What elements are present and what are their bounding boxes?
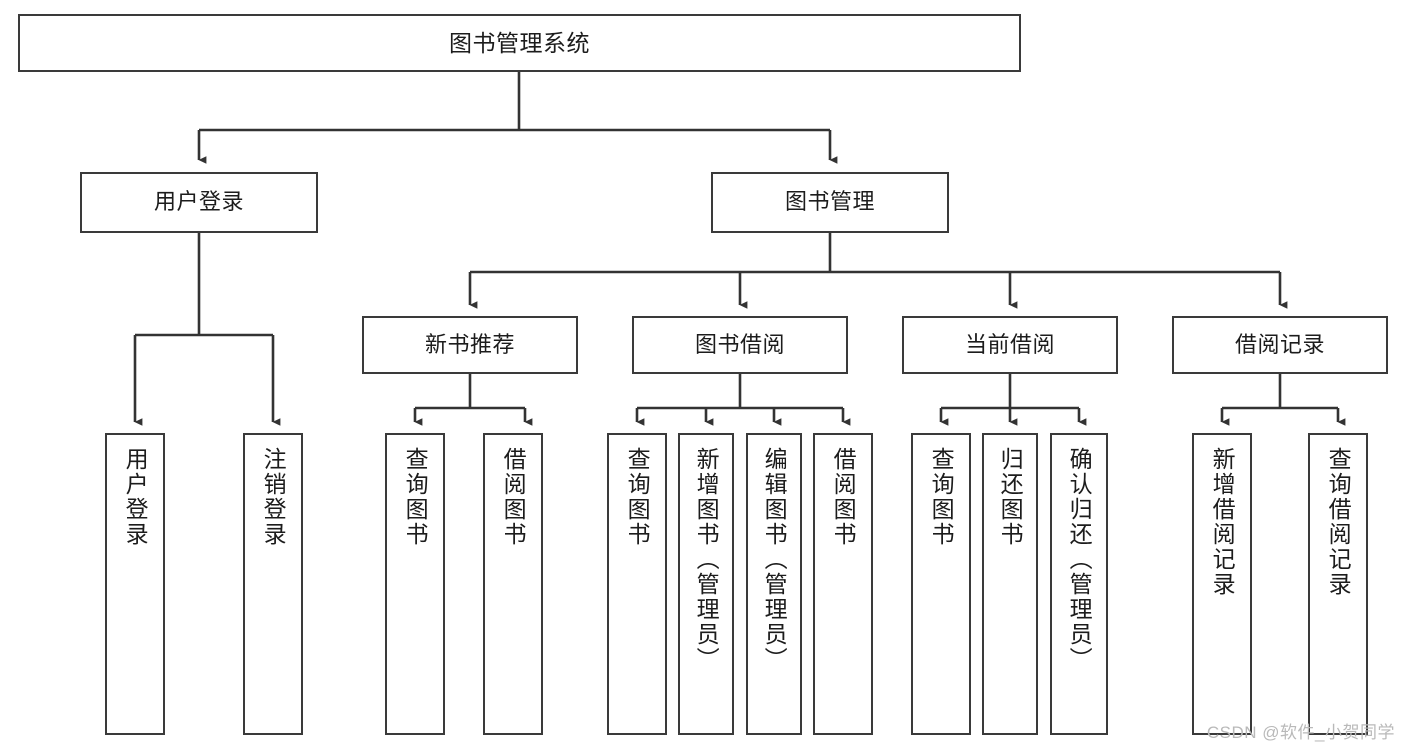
node-leaf-borrow-book-1-label: 借阅图书 — [500, 447, 527, 547]
node-leaf-confirm-return[interactable]: 确认归还（管理员） — [1050, 433, 1108, 735]
node-leaf-add-book[interactable]: 新增图书（管理员） — [678, 433, 734, 735]
watermark-text: CSDN @软件_小贺同学 — [1206, 723, 1395, 742]
node-current-borrow-label: 当前借阅 — [964, 331, 1055, 357]
node-new-book-recommend[interactable]: 新书推荐 — [362, 316, 578, 374]
node-user-login-label: 用户登录 — [153, 189, 244, 215]
node-leaf-query-record-label: 查询借阅记录 — [1325, 447, 1352, 597]
node-leaf-borrow-book-1[interactable]: 借阅图书 — [483, 433, 543, 735]
node-leaf-query-book-1[interactable]: 查询图书 — [385, 433, 445, 735]
node-book-management[interactable]: 图书管理 — [711, 172, 949, 233]
node-leaf-add-record[interactable]: 新增借阅记录 — [1192, 433, 1252, 735]
node-leaf-borrow-book-2[interactable]: 借阅图书 — [813, 433, 873, 735]
node-leaf-query-book-1-label: 查询图书 — [402, 447, 429, 547]
node-book-borrow-label: 图书借阅 — [694, 331, 785, 357]
node-borrow-record-label: 借阅记录 — [1234, 331, 1325, 357]
node-book-borrow[interactable]: 图书借阅 — [632, 316, 848, 374]
node-leaf-edit-book[interactable]: 编辑图书（管理员） — [746, 433, 802, 735]
node-leaf-user-login-label: 用户登录 — [122, 447, 149, 547]
node-leaf-user-login[interactable]: 用户登录 — [105, 433, 165, 735]
node-leaf-query-book-3[interactable]: 查询图书 — [911, 433, 971, 735]
node-root-system-label: 图书管理系统 — [449, 29, 590, 56]
node-leaf-return-book[interactable]: 归还图书 — [982, 433, 1038, 735]
node-leaf-query-book-2-label: 查询图书 — [624, 447, 651, 547]
node-leaf-return-book-label: 归还图书 — [997, 447, 1024, 547]
node-new-book-recommend-label: 新书推荐 — [424, 331, 515, 357]
node-leaf-confirm-return-label: 确认归还（管理员） — [1066, 447, 1093, 672]
node-book-management-label: 图书管理 — [784, 189, 875, 215]
node-leaf-add-book-label: 新增图书（管理员） — [693, 447, 720, 672]
node-leaf-query-book-3-label: 查询图书 — [928, 447, 955, 547]
node-leaf-edit-book-label: 编辑图书（管理员） — [761, 447, 788, 672]
node-leaf-query-book-2[interactable]: 查询图书 — [607, 433, 667, 735]
node-borrow-record[interactable]: 借阅记录 — [1172, 316, 1388, 374]
node-current-borrow[interactable]: 当前借阅 — [902, 316, 1118, 374]
node-leaf-borrow-book-2-label: 借阅图书 — [830, 447, 857, 547]
node-leaf-query-record[interactable]: 查询借阅记录 — [1308, 433, 1368, 735]
node-root-system[interactable]: 图书管理系统 — [18, 14, 1021, 72]
node-leaf-add-record-label: 新增借阅记录 — [1209, 447, 1236, 597]
node-leaf-logout-login-label: 注销登录 — [260, 447, 287, 547]
node-leaf-logout-login[interactable]: 注销登录 — [243, 433, 303, 735]
node-user-login[interactable]: 用户登录 — [80, 172, 318, 233]
